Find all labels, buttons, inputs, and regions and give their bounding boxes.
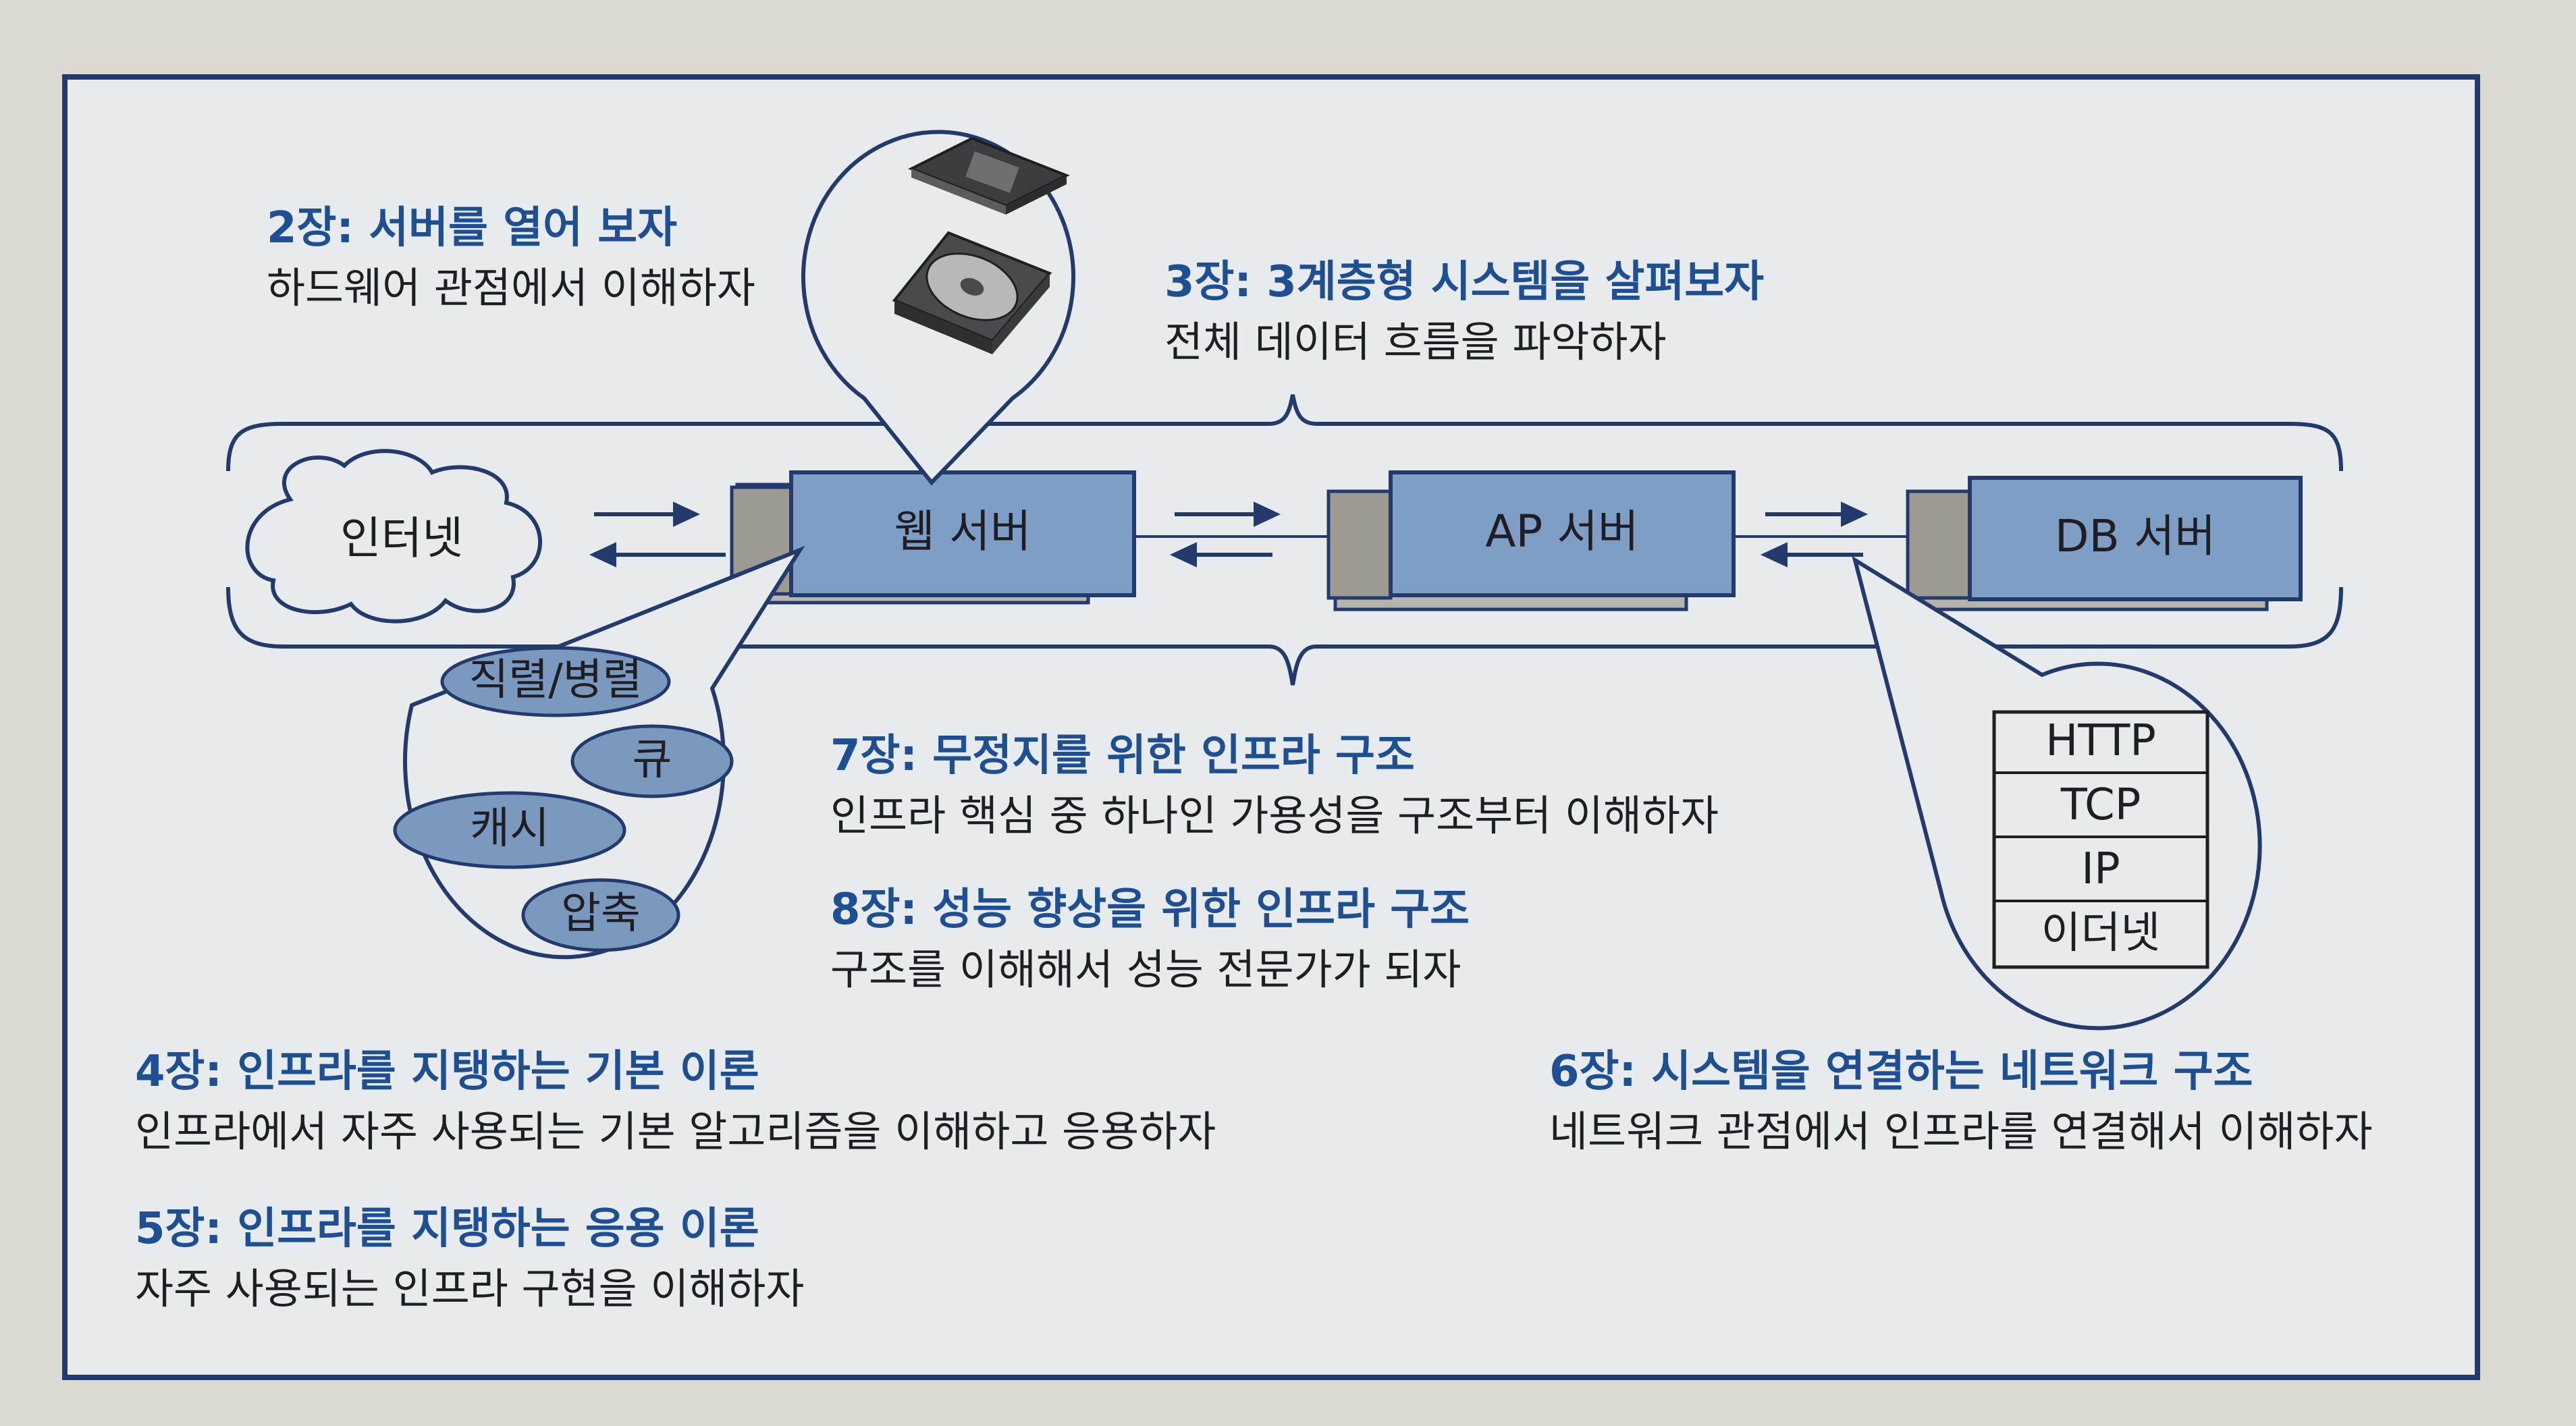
ch2-title: 2장: 서버를 열어 보자	[267, 203, 678, 253]
web-server-box	[789, 470, 1136, 597]
ch2-desc: 하드웨어 관점에서 이해하자	[267, 263, 755, 312]
ap-server-side	[1326, 489, 1393, 600]
db-server-label: DB 서버	[2054, 510, 2216, 562]
ap-server-label: AP 서버	[1485, 505, 1639, 557]
arrow-web-ap	[1169, 501, 1281, 568]
ch6-desc: 네트워크 관점에서 인프라를 연결해서 이해하자	[1549, 1107, 2373, 1156]
top-brace	[226, 394, 2343, 472]
ch3-desc: 전체 데이터 흐름을 파악하자	[1164, 317, 1667, 366]
oval-compression-label: 압축	[561, 889, 641, 939]
db-server-side	[1906, 489, 1972, 600]
db-server-box	[1968, 476, 2303, 601]
ch4-desc: 인프라에서 자주 사용되는 기본 알고리즘을 이해하고 응용하자	[135, 1107, 1216, 1156]
ch5-title: 5장: 인프라를 지탱하는 응용 이론	[135, 1204, 759, 1254]
oval-compression	[521, 878, 680, 952]
hard-disk-icon	[892, 231, 1052, 354]
oval-serial-parallel-label: 직렬/병렬	[468, 655, 643, 705]
stack-ethernet: 이더넷	[2041, 908, 2161, 958]
ch7-title: 7장: 무정지를 위한 인프라 구조	[830, 731, 1415, 781]
stack-tcp: TCP	[2060, 780, 2141, 830]
ch7-desc: 인프라 핵심 중 하나인 가용성을 구조부터 이해하자	[830, 791, 1719, 840]
ch4-title: 4장: 인프라를 지탱하는 기본 이론	[135, 1047, 759, 1097]
protocol-stack-box	[1992, 710, 2209, 969]
ap-server-box	[1389, 470, 1736, 597]
ch6-title: 6장: 시스템을 연결하는 네트워크 구조	[1549, 1047, 2253, 1097]
cpu-chip-icon	[908, 136, 1070, 215]
stack-http: HTTP	[2045, 716, 2156, 766]
arrow-internet-web	[589, 501, 726, 568]
oval-serial-parallel	[440, 646, 671, 717]
oval-cache-label: 캐시	[470, 804, 549, 854]
arrow-ap-db	[1760, 501, 1869, 568]
web-server-label: 웹 서버	[894, 505, 1031, 557]
bottom-brace	[226, 586, 2343, 686]
ch3-title: 3장: 3계층형 시스템을 살펴보자	[1164, 257, 1765, 307]
ch8-desc: 구조를 이해해서 성능 전문가가 되자	[830, 945, 1461, 994]
ch5-desc: 자주 사용되는 인프라 구현을 이해하자	[135, 1264, 805, 1313]
internet-label: 인터넷	[340, 512, 464, 564]
internet-cloud	[245, 449, 543, 624]
oval-queue	[570, 724, 734, 798]
stack-ip: IP	[2081, 844, 2120, 894]
ch8-title: 8장: 성능 향상을 위한 인프라 구조	[830, 885, 1470, 935]
oval-cache	[393, 791, 626, 869]
oval-queue-label: 큐	[632, 735, 672, 785]
